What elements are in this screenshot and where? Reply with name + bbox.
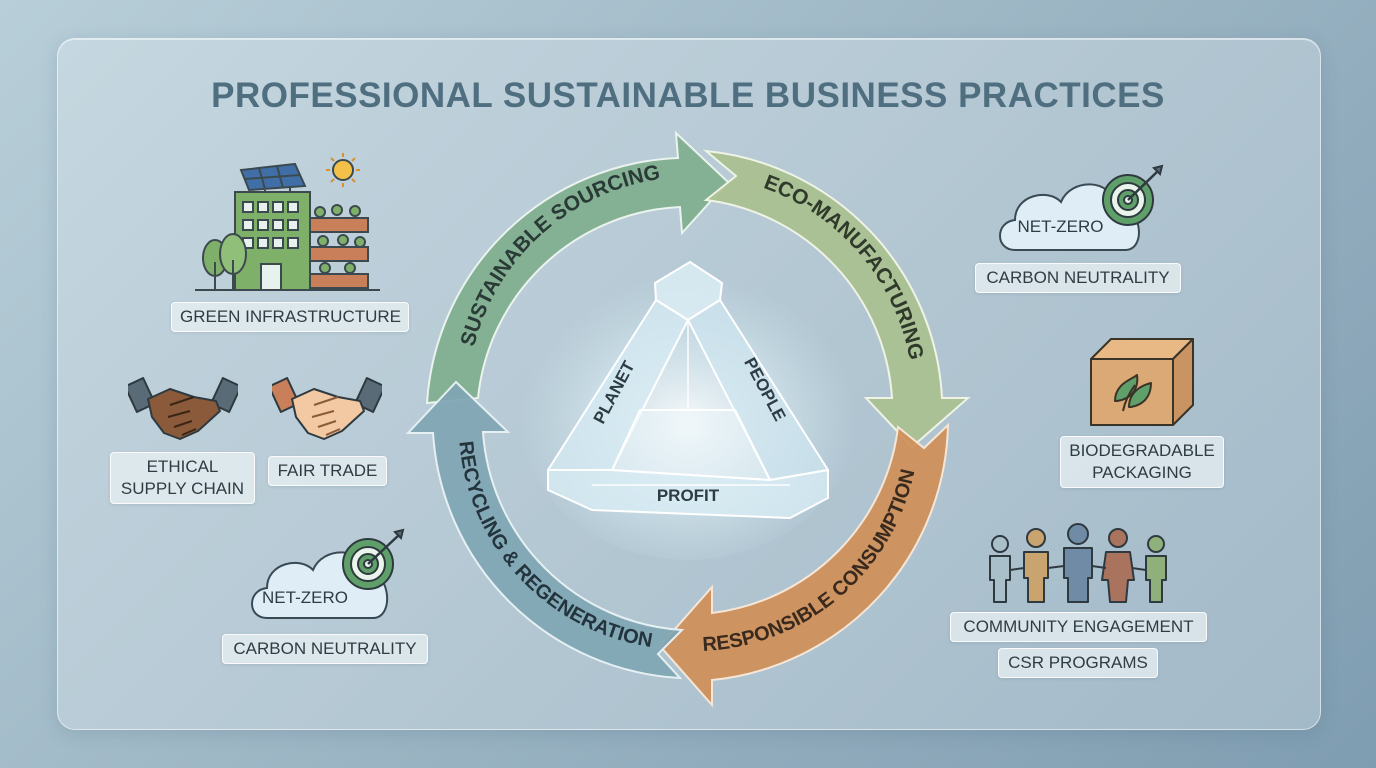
- person-5: [1145, 535, 1167, 603]
- label-net-zero-left: NET-ZERO: [262, 588, 348, 607]
- triple-bottom-line-triangle: [547, 261, 829, 519]
- arrow-recycling-regeneration: [405, 380, 685, 680]
- arrow-eco-manufacturing: [702, 149, 971, 449]
- arrow-responsible-consumption: [658, 422, 950, 708]
- label-carbon-neutrality-right: CARBON NEUTRALITY: [975, 263, 1181, 293]
- person-1: [989, 535, 1011, 603]
- cloud-target-icon-right: [999, 164, 1164, 251]
- arrow-sustainable-sourcing: [425, 130, 730, 405]
- cloud-target-icon-left: [251, 528, 405, 619]
- label-carbon-neutrality-left: CARBON NEUTRALITY: [222, 634, 428, 664]
- handshake-icon-fair-trade: [272, 377, 382, 440]
- label-community-engagement: COMMUNITY ENGAGEMENT: [950, 612, 1207, 642]
- label-csr-programs: CSR PROGRAMS: [998, 648, 1158, 678]
- green-building-icon: [195, 153, 380, 291]
- label-fair-trade: FAIR TRADE: [268, 456, 387, 486]
- label-ethical-supply-chain: ETHICAL SUPPLY CHAIN: [110, 452, 255, 504]
- label-biodegradable-line2: PACKAGING: [1092, 463, 1192, 482]
- person-4: [1101, 528, 1135, 603]
- person-2: [1023, 528, 1049, 603]
- person-3: [1063, 523, 1093, 603]
- label-profit: PROFIT: [657, 486, 720, 505]
- label-biodegradable-line1: BIODEGRADABLE: [1069, 441, 1215, 460]
- biodegradable-box-icon: [1090, 338, 1194, 426]
- handshake-icon-ethical: [128, 377, 238, 440]
- label-ethical-line1: ETHICAL: [146, 457, 219, 476]
- label-green-infrastructure: GREEN INFRASTRUCTURE: [171, 302, 409, 332]
- page-title: PROFESSIONAL SUSTAINABLE BUSINESS PRACTI…: [211, 76, 1165, 115]
- label-biodegradable-packaging: BIODEGRADABLE PACKAGING: [1060, 436, 1224, 488]
- label-ethical-line2: SUPPLY CHAIN: [120, 479, 245, 498]
- community-people-icon: [989, 523, 1167, 603]
- label-net-zero-right: NET-ZERO: [1017, 217, 1104, 236]
